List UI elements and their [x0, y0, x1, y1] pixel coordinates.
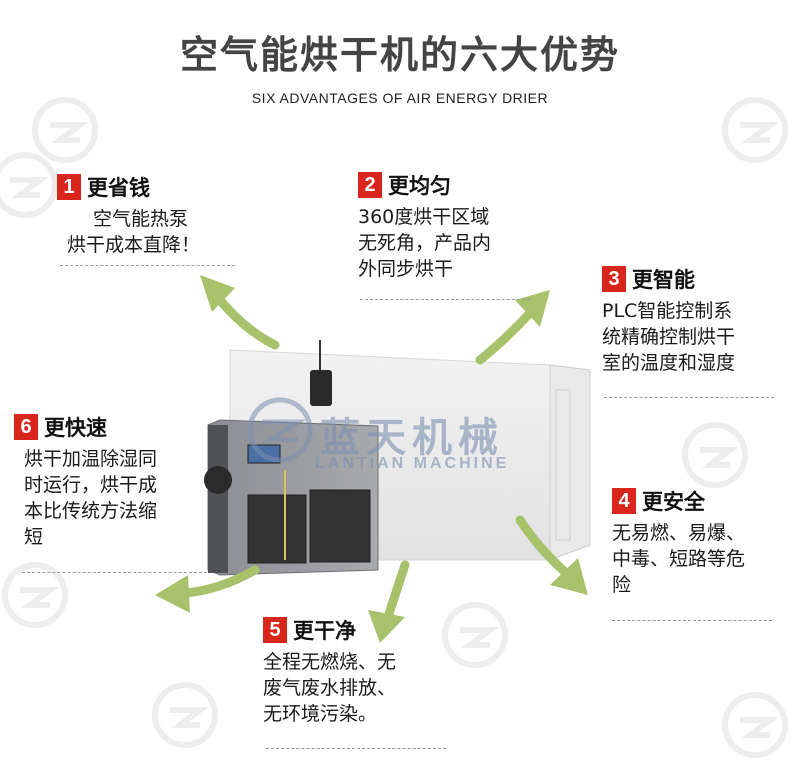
- dashed-divider: [60, 265, 235, 266]
- advantage-heading: 更安全: [642, 490, 705, 514]
- brand-name: 蓝天机械: [320, 415, 504, 461]
- watermark-logo-icon: [680, 420, 750, 490]
- arrow-icon: [475, 290, 550, 365]
- watermark-logo-icon: [720, 690, 790, 760]
- dashed-divider: [604, 397, 774, 398]
- watermark-logo-icon: [0, 560, 70, 630]
- air-energy-drier-illustration: [204, 340, 591, 576]
- advantage-text: PLC智能控制系 统精确控制烘干 室的温度和湿度: [602, 300, 736, 374]
- arrow-icon: [515, 515, 588, 595]
- arrow-icon: [368, 560, 410, 643]
- arrow-icon: [200, 275, 280, 350]
- advantage-heading: 更省钱: [87, 176, 150, 200]
- advantage-heading: 更干净: [293, 619, 356, 643]
- page-title: 空气能烘干机的六大优势: [179, 33, 620, 77]
- advantage-number: 6: [14, 414, 38, 440]
- dashed-divider: [266, 748, 446, 749]
- dashed-divider: [22, 572, 207, 573]
- advantage-heading: 更均匀: [388, 174, 451, 198]
- advantage-number: 3: [602, 266, 626, 292]
- watermark-logo-icon: [30, 95, 100, 165]
- advantage-text: 360度烘干区域 无死角，产品内 外同步烘干: [358, 206, 492, 280]
- arrow-icon: [155, 565, 260, 613]
- advantage-text: 空气能热泵 烘干成本直降！: [67, 208, 201, 256]
- page-subtitle: SIX ADVANTAGES OF AIR ENERGY DRIER: [251, 90, 549, 106]
- dashed-divider: [360, 299, 530, 300]
- advantage-number: 1: [57, 174, 81, 200]
- dashed-divider: [612, 620, 772, 621]
- advantage-number: 4: [612, 488, 636, 514]
- advantage-number: 5: [263, 617, 287, 643]
- brand-name-en: LANTIAN MACHINE: [315, 455, 510, 472]
- watermark-logo-icon: [150, 680, 220, 750]
- watermark-logo-icon: [720, 95, 790, 165]
- watermark-logo-icon: [0, 150, 60, 220]
- advantage-text: 全程无燃烧、无 废气废水排放、 无环境污染。: [263, 651, 397, 725]
- advantage-heading: 更智能: [632, 268, 695, 292]
- advantage-text: 烘干加温除湿同 时运行，烘干成 本比传统方法缩 短: [24, 448, 158, 548]
- advantage-text: 无易燃、易爆、 中毒、短路等危 险: [612, 522, 746, 596]
- watermark-logo-icon: [440, 600, 510, 670]
- advantage-number: 2: [358, 172, 382, 198]
- advantage-heading: 更快速: [44, 416, 107, 440]
